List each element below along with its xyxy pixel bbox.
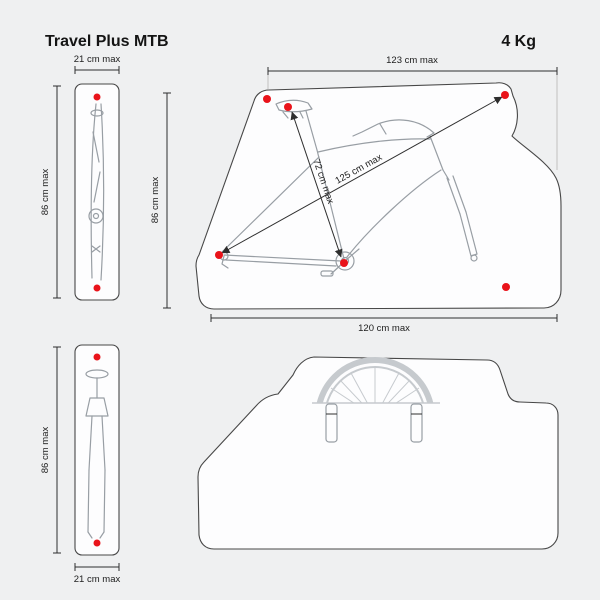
main-bag-view: 123 cm max 86 cm max	[150, 55, 562, 334]
folded-height-dimension: 86 cm max	[40, 85, 61, 299]
header: Travel Plus MTB 4 Kg	[45, 33, 536, 50]
rear-packed-view	[197, 356, 559, 550]
anchor-dot	[93, 539, 101, 547]
anchor-dot	[93, 284, 101, 292]
fork-anchor-dots	[93, 353, 101, 547]
main-anchor-dots	[215, 91, 510, 291]
strap	[410, 403, 423, 443]
main-bottom-dimension: 120 cm max	[210, 314, 558, 334]
rear-bag-outline	[197, 356, 559, 550]
folded-bike-sketch	[88, 103, 105, 281]
main-bottom-label: 120 cm max	[358, 323, 410, 334]
weight-label: 4 Kg	[501, 33, 536, 50]
folded-bag-outline	[74, 83, 120, 301]
fork-width-dimension: 21 cm max	[74, 563, 121, 585]
anchor-dot	[284, 103, 292, 111]
main-left-label: 86 cm max	[150, 177, 161, 224]
anchor-dot	[93, 353, 101, 361]
strap	[325, 403, 338, 443]
anchor-dot	[502, 283, 510, 291]
folded-height-label: 86 cm max	[40, 169, 51, 216]
fork-bag-outline	[74, 344, 120, 556]
anchor-dot	[340, 259, 348, 267]
main-top-label: 123 cm max	[386, 55, 438, 66]
main-top-dimension: 123 cm max	[267, 55, 558, 170]
anchor-dot	[501, 91, 509, 99]
folded-anchor-dots	[93, 93, 101, 292]
fork-height-dimension: 86 cm max	[40, 346, 61, 554]
main-bag-outline	[195, 82, 562, 310]
anchor-dot	[93, 93, 101, 101]
product-title: Travel Plus MTB	[45, 33, 169, 50]
folded-width-dimension: 21 cm max	[74, 54, 121, 74]
folded-width-label: 21 cm max	[74, 54, 121, 65]
folded-side-view: 21 cm max 86 cm max	[40, 54, 121, 301]
anchor-dot	[263, 95, 271, 103]
fork-saddle-sketch	[85, 369, 109, 539]
fork-height-label: 86 cm max	[40, 427, 51, 474]
main-left-dimension: 86 cm max	[150, 92, 171, 309]
fork-width-label: 21 cm max	[74, 574, 121, 585]
anchor-dot	[215, 251, 223, 259]
bag-straps	[325, 403, 423, 443]
fork-side-view: 86 cm max 21 cm max	[40, 344, 121, 585]
